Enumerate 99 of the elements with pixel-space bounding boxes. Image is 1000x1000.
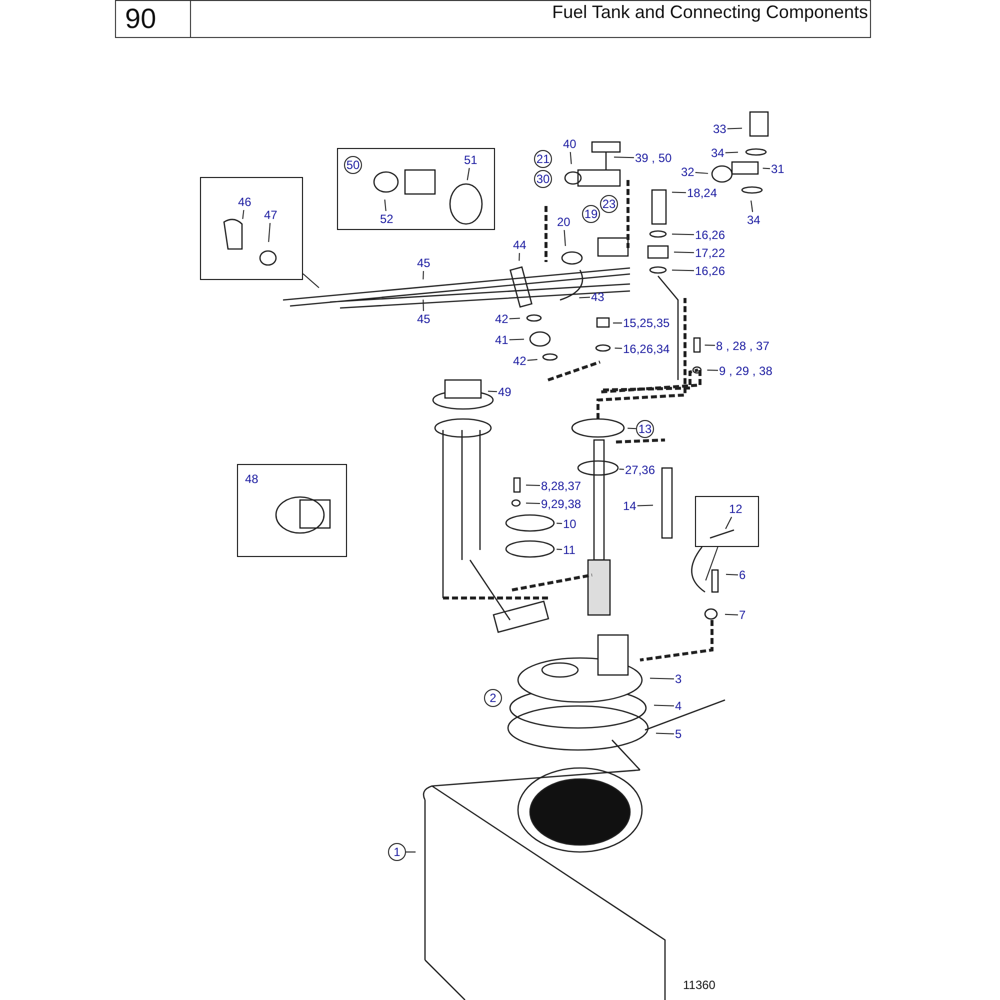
leader-line xyxy=(726,128,742,130)
leader-line xyxy=(704,344,716,346)
leader-line xyxy=(694,172,709,174)
callout-number: 52 xyxy=(379,211,394,227)
callout-number: 48 xyxy=(244,471,260,487)
leader-line xyxy=(422,299,424,312)
callout-number: 9 , 29 , 38 xyxy=(718,363,774,379)
callout-number: 6 xyxy=(738,567,747,583)
leader-line xyxy=(242,210,244,220)
callout-number: 31 xyxy=(770,161,786,177)
leader-line xyxy=(672,234,694,236)
callout-number: 11 xyxy=(562,542,576,558)
leader-line xyxy=(488,390,498,392)
callout-number: 51 xyxy=(463,152,478,168)
circled-callout-number: 1 xyxy=(388,843,406,861)
leader-line xyxy=(762,168,770,170)
leader-line xyxy=(750,200,754,212)
leader-line xyxy=(268,222,271,243)
callout-number: 16,26 xyxy=(694,227,726,243)
leader-line xyxy=(705,546,718,581)
callout-number: 20 xyxy=(556,214,572,230)
circled-callout-number: 13 xyxy=(636,420,654,438)
inset-frame xyxy=(337,148,495,230)
circled-callout-number: 23 xyxy=(600,195,618,213)
leader-line xyxy=(672,192,686,194)
leader-line xyxy=(526,502,540,504)
callout-number: 3 xyxy=(674,671,683,687)
callout-number: 45 xyxy=(416,255,432,271)
callout-number: 14 xyxy=(622,498,638,514)
leader-line xyxy=(518,252,520,262)
leader-line xyxy=(726,574,738,576)
leader-line xyxy=(724,614,738,616)
leader-line xyxy=(656,732,674,734)
callout-number: 49 xyxy=(497,384,512,400)
callout-number: 33 xyxy=(712,121,728,137)
callout-number: 32 xyxy=(680,164,696,180)
callout-number: 4 xyxy=(674,698,683,714)
leader-line xyxy=(422,270,424,280)
leader-line xyxy=(614,156,634,158)
callout-number: 45 xyxy=(416,311,432,327)
leader-line xyxy=(466,168,470,181)
callout-number: 42 xyxy=(512,353,528,369)
leader-line xyxy=(724,152,738,154)
leader-line xyxy=(526,484,540,486)
callout-number: 47 xyxy=(263,207,278,223)
leader-line xyxy=(526,359,538,361)
callout-number: 17,22 xyxy=(694,245,726,261)
leader-line xyxy=(556,548,562,550)
page-number: 90 xyxy=(125,3,156,35)
leader-line xyxy=(650,678,674,680)
callout-number: 39 , 50 xyxy=(634,150,673,166)
leader-line xyxy=(672,270,694,272)
callout-number: 42 xyxy=(494,311,510,327)
circled-callout-number: 2 xyxy=(484,689,502,707)
leader-line xyxy=(508,318,520,320)
callout-number: 18,24 xyxy=(686,185,718,201)
leader-line xyxy=(384,199,386,212)
circled-callout-number: 21 xyxy=(534,150,552,168)
callout-number: 46 xyxy=(237,194,252,210)
callout-number: 10 xyxy=(562,516,578,532)
leader-line xyxy=(508,338,524,340)
leader-line xyxy=(636,504,654,506)
callout-number: 8,28,37 xyxy=(540,478,582,494)
leader-line xyxy=(614,348,622,349)
callout-number: 34 xyxy=(710,145,726,161)
leader-line xyxy=(302,273,320,288)
callout-number: 15,25,35 xyxy=(622,315,671,331)
leader-line xyxy=(674,252,694,254)
leader-line xyxy=(612,322,622,324)
circled-callout-number: 19 xyxy=(582,205,600,223)
callout-number: 16,26,34 xyxy=(622,341,671,357)
circled-callout-number: 30 xyxy=(534,170,552,188)
circled-callout-number: 50 xyxy=(344,156,362,174)
inset-frame xyxy=(237,464,347,557)
callout-number: 44 xyxy=(512,237,528,253)
callout-number: 41 xyxy=(494,332,510,348)
callout-number: 8 , 28 , 37 xyxy=(715,338,770,354)
leader-line xyxy=(564,230,566,247)
leader-line xyxy=(654,704,674,706)
inset-frame xyxy=(200,177,303,280)
callout-number: 43 xyxy=(590,289,606,305)
leader-line xyxy=(725,516,732,530)
callout-number: 16,26 xyxy=(694,263,726,279)
callout-number: 27,36 xyxy=(624,462,656,478)
leader-line xyxy=(570,152,572,165)
leader-line xyxy=(556,522,562,524)
callout-number: 12 xyxy=(728,501,744,517)
leader-line xyxy=(618,468,624,470)
inset-frame xyxy=(695,496,759,547)
callout-number: 5 xyxy=(674,726,683,742)
callout-number: 7 xyxy=(738,607,747,623)
leader-line xyxy=(578,296,590,298)
title: Fuel Tank and Connecting Components xyxy=(552,2,868,23)
leader-line xyxy=(627,428,636,430)
callout-number: 34 xyxy=(746,212,762,228)
callout-number: 40 xyxy=(562,136,578,152)
leader-line xyxy=(706,370,718,371)
drawing-number: 11360 xyxy=(682,977,716,993)
callout-number: 9,29,38 xyxy=(540,496,582,512)
